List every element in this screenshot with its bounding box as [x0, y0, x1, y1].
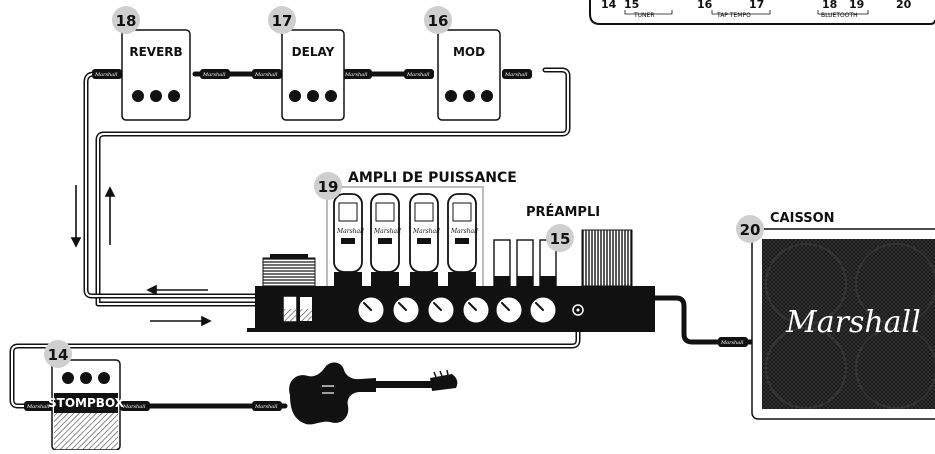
cabinet-logo: Marshall: [785, 305, 921, 340]
jack-plug: Marshall: [24, 401, 54, 411]
svg-text:Marshall: Marshall: [336, 228, 364, 235]
svg-text:18: 18: [116, 12, 137, 30]
strip-label-bluetooth: BLUETOOTH: [821, 12, 858, 19]
svg-text:20: 20: [740, 221, 761, 239]
power-tube: Marshall: [447, 193, 478, 286]
svg-text:Marshall: Marshall: [344, 72, 368, 78]
svg-text:Marshall: Marshall: [504, 72, 528, 78]
strip-number-14: 14: [601, 0, 617, 11]
electric-guitar-icon: [289, 362, 458, 425]
svg-text:Marshall: Marshall: [254, 404, 278, 410]
signal-direction-arrows: [70, 185, 212, 327]
delay-pedal-label: DELAY: [292, 45, 335, 59]
number-badge: 17: [268, 6, 296, 34]
power-tube: Marshall: [333, 193, 364, 286]
strip-number-16: 16: [697, 0, 713, 11]
svg-text:Marshall: Marshall: [202, 72, 226, 78]
number-badge: 15: [546, 224, 574, 252]
strip-number-19: 19: [849, 0, 864, 11]
jack-plug: Marshall: [92, 69, 122, 79]
strip-number-15: 15: [624, 0, 639, 11]
strip-number-20: 20: [896, 0, 912, 11]
strip-label-tap-tempo: TAP TEMPO: [716, 12, 751, 19]
svg-text:17: 17: [272, 12, 293, 30]
number-badge: 16: [424, 6, 452, 34]
cabinet-label: CAISSON: [770, 211, 835, 226]
svg-text:Marshall: Marshall: [450, 228, 478, 235]
jack-plug: Marshall: [404, 69, 434, 79]
stompbox-knobs-icon: [62, 372, 110, 384]
number-badge: 19: [314, 172, 342, 200]
svg-text:Marshall: Marshall: [406, 72, 430, 78]
svg-text:19: 19: [318, 178, 339, 196]
jack-plug: Marshall: [200, 69, 230, 79]
cable-jacks: Marshall Marshall Marshall Marshall Mars…: [24, 69, 748, 411]
strip-number-17: 17: [749, 0, 764, 11]
stompbox-pedal: STOMPBOX: [48, 359, 125, 451]
svg-text:Marshall: Marshall: [26, 404, 50, 410]
amplifier: Marshall Marshall Marshall Marshall: [247, 186, 655, 332]
svg-text:16: 16: [428, 12, 449, 30]
svg-text:14: 14: [48, 346, 69, 364]
strip-number-18: 18: [822, 0, 837, 11]
jack-plug: Marshall: [252, 69, 282, 79]
reverb-pedal-label: REVERB: [129, 45, 182, 59]
reverb-pedal: REVERB: [121, 29, 191, 121]
mod-pedal-label: MOD: [453, 45, 485, 59]
svg-text:Marshall: Marshall: [720, 340, 744, 346]
svg-text:15: 15: [550, 230, 571, 248]
delay-knobs-icon: [289, 90, 337, 102]
jack-plug: Marshall: [502, 69, 532, 79]
delay-pedal: DELAY: [281, 29, 345, 121]
speaker-cabinet: Marshall: [751, 228, 935, 420]
mod-knobs-icon: [445, 90, 493, 102]
number-badge: 14: [44, 340, 72, 368]
jack-plug: Marshall: [342, 69, 372, 79]
reverb-knobs-icon: [132, 90, 180, 102]
jack-plug: Marshall: [120, 401, 150, 411]
svg-text:Marshall: Marshall: [94, 72, 118, 78]
svg-text:Marshall: Marshall: [412, 228, 440, 235]
strip-label-tuner: TUNER: [633, 12, 655, 19]
number-badge: 20: [736, 215, 764, 243]
preamp-label: PRÉAMPLI: [526, 204, 600, 220]
svg-text:Marshall: Marshall: [373, 228, 401, 235]
jack-plug: Marshall: [252, 401, 282, 411]
stompbox-label: STOMPBOX: [48, 396, 125, 410]
number-badge: 18: [112, 6, 140, 34]
svg-text:Marshall: Marshall: [122, 404, 146, 410]
footswitch-strip: 14 15 16 17 18 19 20 TUNER TAP TEMPO BLU…: [589, 0, 935, 25]
power-amp-label: AMPLI DE PUISSANCE: [348, 170, 517, 186]
mod-pedal: MOD: [437, 29, 501, 121]
input-jack-icon: [572, 304, 584, 316]
jack-plug: Marshall: [718, 337, 748, 347]
power-tube: Marshall: [409, 193, 440, 286]
svg-text:Marshall: Marshall: [254, 72, 278, 78]
power-tube: Marshall: [370, 193, 401, 286]
